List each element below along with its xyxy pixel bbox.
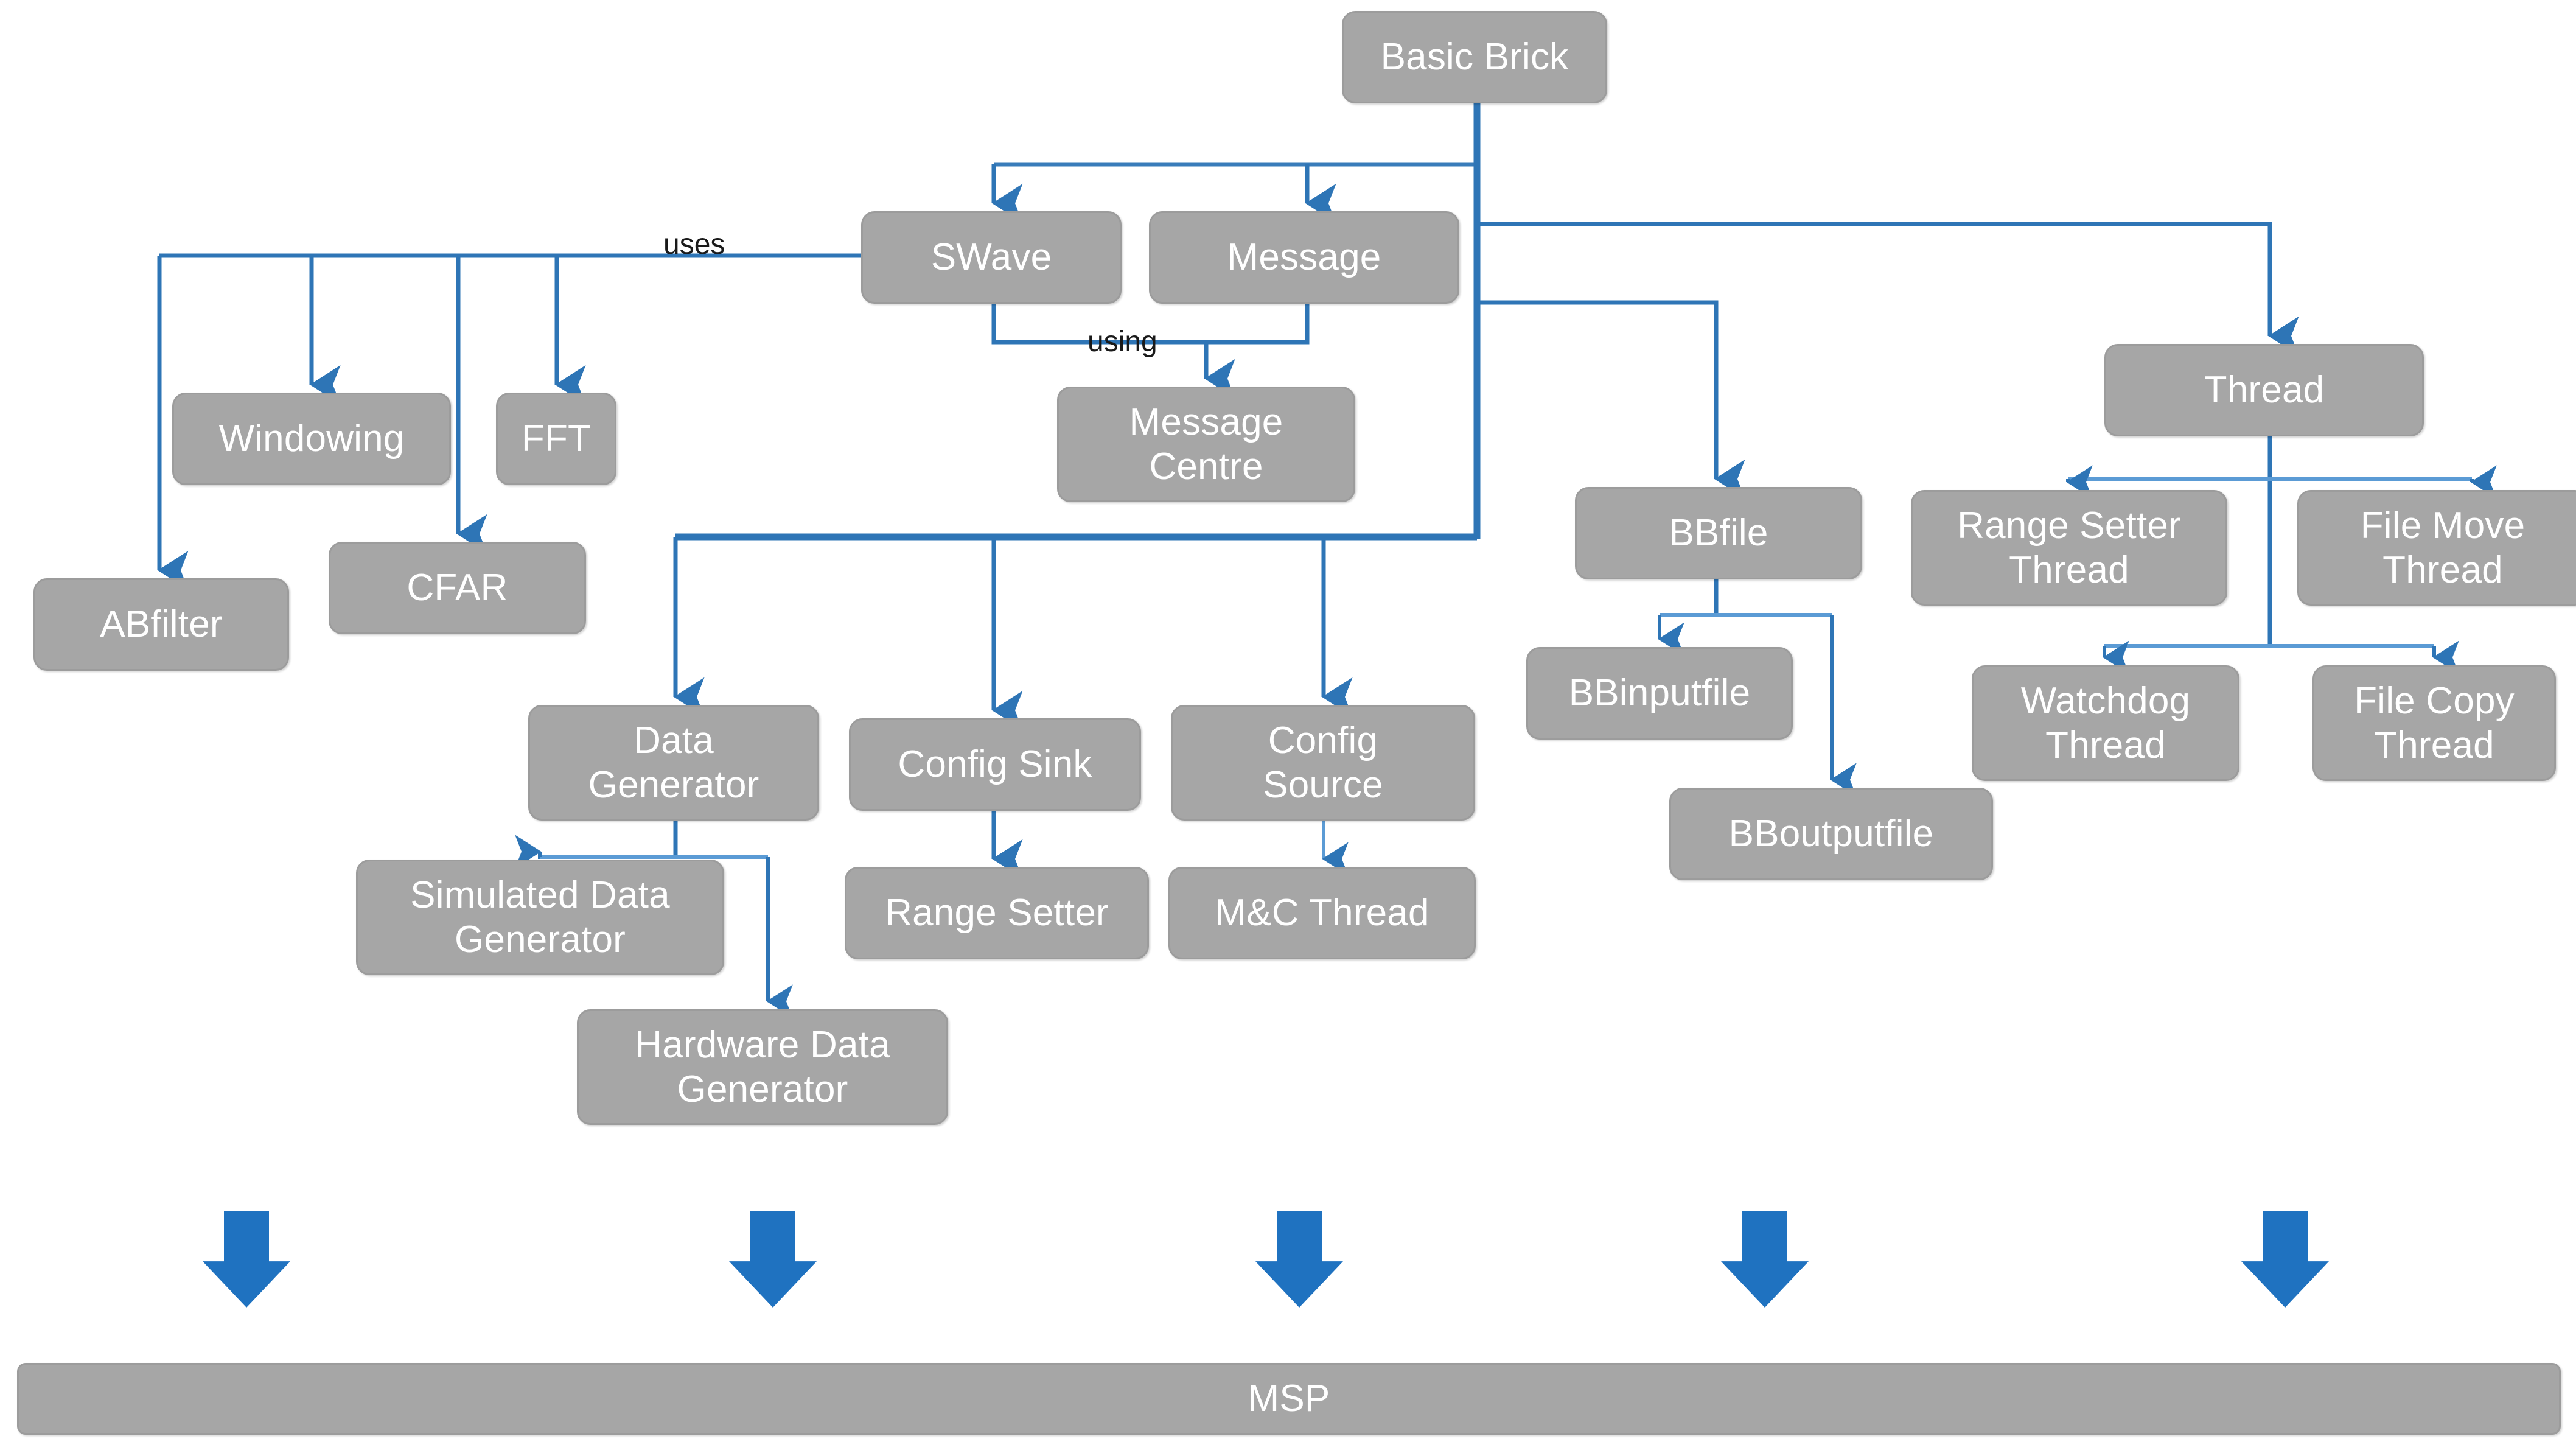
node-label: Simulated Data Generator xyxy=(410,874,670,961)
node-bboutputfile[interactable]: BBoutputfile xyxy=(1669,788,1993,880)
node-message[interactable]: Message xyxy=(1149,211,1459,304)
node-label: Config Source xyxy=(1263,719,1383,806)
node-range-setter-thread[interactable]: Range Setter Thread xyxy=(1911,490,2227,606)
node-label: BBoutputfile xyxy=(1728,813,1934,855)
block-arrow-3 xyxy=(1255,1211,1343,1308)
node-label: Message Centre xyxy=(1129,401,1283,488)
node-thread[interactable]: Thread xyxy=(2104,344,2424,436)
using-label: using xyxy=(1087,326,1157,358)
node-hardware-data-generator[interactable]: Hardware Data Generator xyxy=(577,1009,948,1125)
node-label: Range Setter Thread xyxy=(1957,504,2181,591)
wire-swave-using-down xyxy=(991,304,1206,345)
node-label: Data Generator xyxy=(588,719,759,806)
wire-basicbrick-to-bbfile xyxy=(1477,300,1745,499)
node-label: Message xyxy=(1227,236,1381,279)
block-arrow-4 xyxy=(1721,1211,1809,1308)
node-label: File Move Thread xyxy=(2360,504,2525,591)
node-simulated-data-generator[interactable]: Simulated Data Generator xyxy=(356,860,724,975)
node-label: Watchdog Thread xyxy=(2020,679,2191,766)
node-windowing[interactable]: Windowing xyxy=(172,393,451,485)
block-arrow-group xyxy=(203,1211,2329,1308)
node-bbinputfile[interactable]: BBinputfile xyxy=(1526,647,1793,740)
node-label: BBinputfile xyxy=(1568,672,1751,715)
node-range-setter[interactable]: Range Setter xyxy=(845,867,1149,959)
node-label: M&C Thread xyxy=(1215,892,1429,934)
node-msp[interactable]: MSP xyxy=(17,1363,2561,1435)
node-label: MSP xyxy=(1248,1378,1330,1420)
node-message-centre[interactable]: Message Centre xyxy=(1057,387,1355,502)
wire-message-using-down xyxy=(1206,304,1310,345)
node-file-copy-thread[interactable]: File Copy Thread xyxy=(2312,665,2556,781)
block-arrow-2 xyxy=(729,1211,817,1308)
node-data-generator[interactable]: Data Generator xyxy=(528,705,819,821)
node-cfar[interactable]: CFAR xyxy=(329,542,586,634)
node-label: File Copy Thread xyxy=(2354,679,2515,766)
node-label: FFT xyxy=(521,418,592,460)
node-label: Range Setter xyxy=(885,892,1109,934)
node-label: Windowing xyxy=(218,418,405,460)
node-label: BBfile xyxy=(1669,512,1768,555)
node-file-move-thread[interactable]: File Move Thread xyxy=(2297,490,2576,606)
wire-basicbrick-to-thread xyxy=(1477,222,2299,356)
node-mc-thread[interactable]: M&C Thread xyxy=(1168,867,1476,959)
node-label: ABfilter xyxy=(100,603,223,646)
node-abfilter[interactable]: ABfilter xyxy=(33,578,289,671)
node-bbfile[interactable]: BBfile xyxy=(1575,487,1862,579)
node-label: CFAR xyxy=(407,567,508,609)
node-basic-brick[interactable]: Basic Brick xyxy=(1342,11,1607,103)
node-config-source[interactable]: Config Source xyxy=(1171,705,1475,821)
node-config-sink[interactable]: Config Sink xyxy=(849,718,1141,811)
block-arrow-5 xyxy=(2241,1211,2329,1308)
node-label: SWave xyxy=(930,236,1052,279)
node-label: Config Sink xyxy=(898,743,1092,786)
node-label: Hardware Data Generator xyxy=(635,1023,890,1110)
block-arrow-1 xyxy=(203,1211,290,1308)
node-watchdog-thread[interactable]: Watchdog Thread xyxy=(1972,665,2239,781)
node-fft[interactable]: FFT xyxy=(496,393,616,485)
node-swave[interactable]: SWave xyxy=(861,211,1122,304)
node-label: Basic Brick xyxy=(1380,36,1569,79)
node-label: Thread xyxy=(2204,369,2325,411)
uses-label: uses xyxy=(663,228,725,261)
